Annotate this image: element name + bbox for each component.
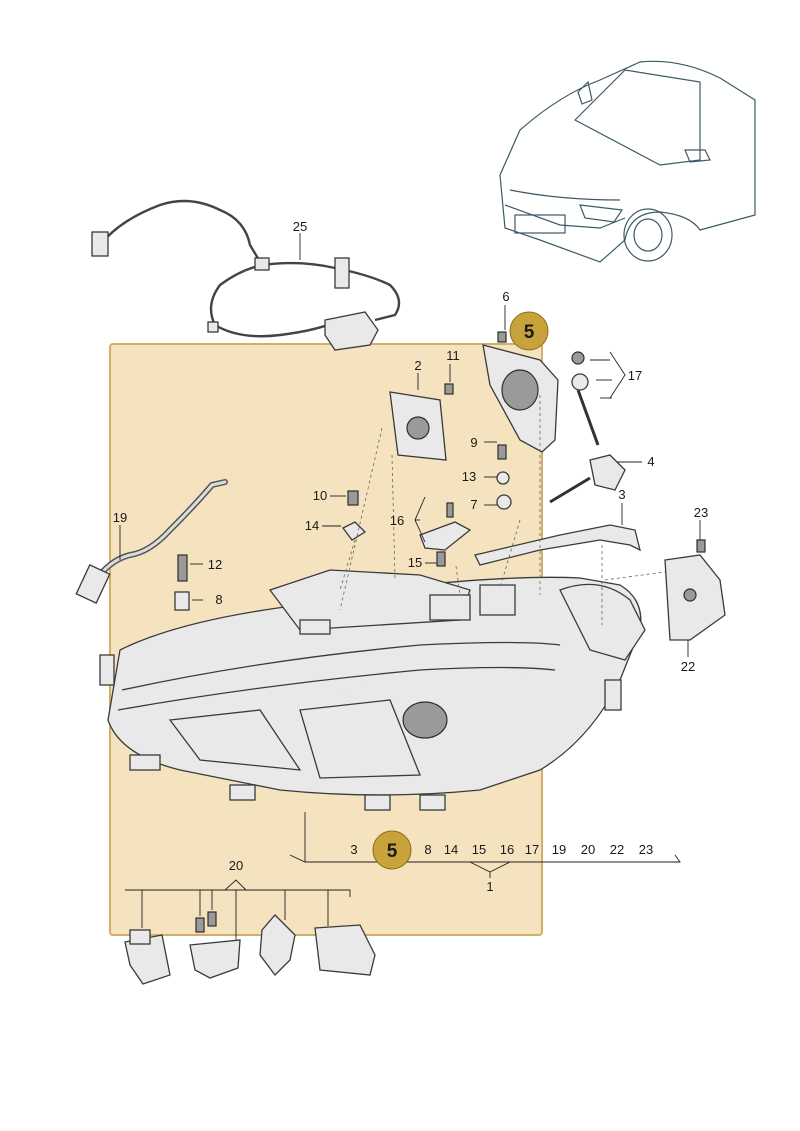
component-14: 14 bbox=[444, 842, 458, 857]
component-3: 3 bbox=[350, 842, 357, 857]
callout-4: 4 bbox=[647, 454, 654, 469]
callout-13: 13 bbox=[462, 469, 476, 484]
callout-10: 10 bbox=[313, 488, 327, 503]
component-8: 8 bbox=[424, 842, 431, 857]
callout-20: 20 bbox=[229, 858, 243, 873]
callout-6: 6 bbox=[502, 289, 509, 304]
callout-23: 23 bbox=[694, 505, 708, 520]
wiring-harness-icon bbox=[91, 199, 401, 351]
component-16: 16 bbox=[500, 842, 514, 857]
cover-cap-icon bbox=[482, 344, 559, 453]
badge-bottom-label: 5 bbox=[387, 841, 398, 862]
headlight-icon bbox=[99, 569, 646, 811]
component-20: 20 bbox=[581, 842, 595, 857]
callout-1: 1 bbox=[486, 879, 493, 894]
badge-bottom: 5 bbox=[372, 830, 412, 870]
actuator-icon bbox=[549, 351, 626, 504]
callout-12: 12 bbox=[208, 557, 222, 572]
component-15: 15 bbox=[472, 842, 486, 857]
callout-19: 19 bbox=[113, 510, 127, 525]
callout-16: 16 bbox=[390, 513, 404, 528]
component-17: 17 bbox=[525, 842, 539, 857]
badge-top-label: 5 bbox=[524, 322, 535, 343]
component-22: 22 bbox=[610, 842, 624, 857]
callout-8: 8 bbox=[215, 592, 222, 607]
callout-17: 17 bbox=[628, 368, 642, 383]
callout-25: 25 bbox=[293, 219, 307, 234]
callout-9: 9 bbox=[470, 435, 477, 450]
component-list-row: 3 8 14 15 16 17 19 20 22 23 bbox=[350, 842, 653, 857]
callout-14: 14 bbox=[305, 518, 319, 533]
component-23: 23 bbox=[639, 842, 653, 857]
callout-15: 15 bbox=[408, 555, 422, 570]
cable-connector-icon bbox=[75, 479, 228, 605]
callout-22: 22 bbox=[681, 659, 695, 674]
callout-7: 7 bbox=[470, 497, 477, 512]
screw-icon bbox=[174, 331, 706, 611]
component-19: 19 bbox=[552, 842, 566, 857]
mount-bracket-set-icon bbox=[124, 911, 376, 985]
callout-11: 11 bbox=[446, 348, 460, 363]
control-unit-icon bbox=[389, 391, 447, 461]
car-overview-icon bbox=[499, 60, 756, 263]
callout-3: 3 bbox=[618, 487, 625, 502]
side-bracket-icon bbox=[664, 554, 726, 641]
callout-2: 2 bbox=[414, 358, 421, 373]
bracket-icon bbox=[474, 524, 641, 566]
badge-top: 5 bbox=[509, 311, 549, 351]
